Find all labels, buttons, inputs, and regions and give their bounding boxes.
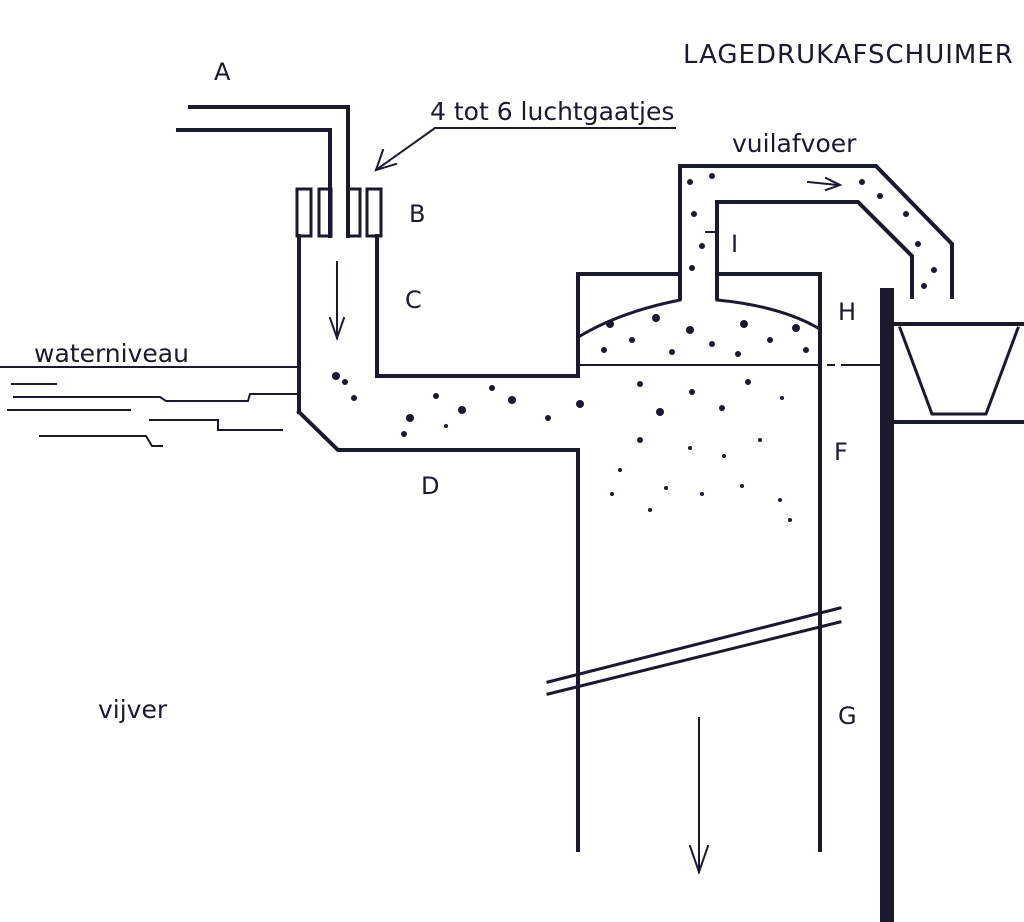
collection-container [880, 288, 1024, 922]
air-holes-label: 4 tot 6 luchtgaatjes [430, 97, 674, 126]
air-holes-annotation [374, 126, 676, 172]
label-g: G [838, 702, 857, 730]
mixing-chamber [297, 234, 379, 414]
reaction-column [546, 272, 842, 876]
waste-outlet-pipe [678, 164, 954, 300]
air-holes-housing [295, 187, 383, 238]
water-level-label: waterniveau [34, 339, 189, 368]
label-h: H [838, 298, 856, 326]
label-f: F [834, 438, 848, 466]
waste-outlet-label: vuilafvoer [732, 129, 857, 158]
foam-cap [577, 298, 821, 339]
water-level [0, 364, 881, 447]
label-c: C [405, 286, 422, 314]
label-i: I [731, 230, 738, 258]
label-b: B [409, 200, 425, 228]
foam-particles [332, 173, 937, 522]
label-a: A [214, 58, 231, 86]
diagram-title: LAGEDRUKAFSCHUIMER [683, 40, 1014, 70]
label-d: D [421, 472, 439, 500]
horizontal-channel [296, 374, 580, 852]
pond-label: vijver [98, 695, 168, 724]
air-inlet-pipe [176, 105, 350, 238]
